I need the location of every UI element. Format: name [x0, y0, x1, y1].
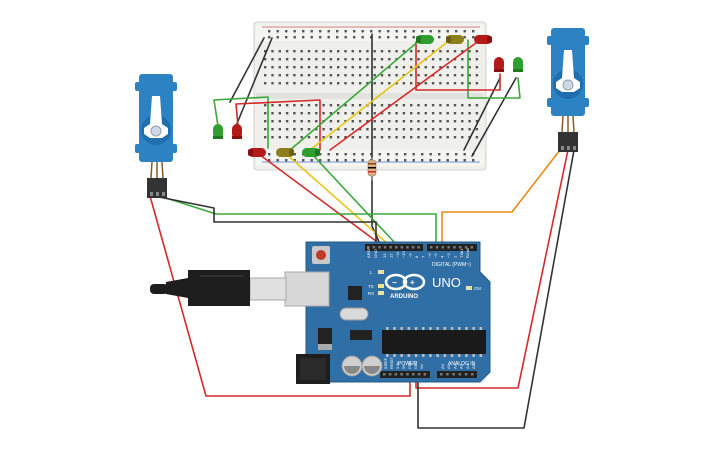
wire-green-diag[interactable] — [289, 39, 421, 151]
power-pin-label: RESET — [390, 356, 394, 369]
led-red-right[interactable] — [494, 57, 504, 72]
wire-red-diag[interactable] — [329, 39, 481, 151]
led-yellow-top[interactable] — [446, 35, 464, 44]
wire-green-left-led[interactable] — [213, 96, 269, 149]
power-pin-label: 5V — [402, 364, 406, 369]
board-model: UNO — [432, 275, 461, 290]
aref-pin-label: AREF — [366, 247, 371, 258]
led-l-label: L — [370, 270, 373, 275]
wire-green-right-led[interactable] — [467, 39, 521, 99]
digital-pin-label: 2 — [452, 255, 457, 258]
wire-red-servo-right[interactable] — [415, 149, 569, 389]
digital-pin-label: 7 — [420, 255, 425, 258]
digital-pin-label: ~3 — [446, 253, 451, 258]
wire-black-left-led[interactable] — [235, 37, 273, 127]
digital-pin-label: ~10 — [401, 250, 406, 258]
digital-pin-label: TX▸1 — [459, 248, 464, 258]
wire-green-bb-to-11[interactable] — [309, 151, 397, 245]
reset-button-icon[interactable] — [312, 246, 330, 264]
digital-pin-label: ~11 — [395, 251, 400, 258]
rx-label: RX — [368, 291, 374, 296]
chip-legs — [386, 327, 483, 357]
power-pin-label: GND — [414, 361, 418, 369]
digital-pin-label: ~6 — [427, 253, 432, 258]
digital-pin-label: ~9 — [408, 253, 413, 258]
led-yellow-bottom[interactable] — [276, 148, 294, 157]
board-brand: ARDUINO — [390, 294, 418, 300]
digital-pin-label: 4 — [440, 255, 445, 258]
power-pin-label: GND — [408, 361, 412, 369]
leds — [213, 35, 523, 157]
wire-green-servo-left[interactable] — [159, 195, 437, 245]
wire-black-left-led-2[interactable] — [229, 37, 265, 103]
digital-pin-label: 8 — [414, 255, 419, 258]
led-green-bottom[interactable] — [302, 148, 320, 157]
analog-pin-label: A2 — [452, 363, 457, 369]
gnd-pin-label: GND — [373, 249, 378, 258]
led-red-left[interactable] — [232, 124, 242, 139]
digital-pin-label: 12 — [388, 253, 393, 258]
digital-pin-label: ~5 — [433, 253, 438, 258]
digital-pin-label: 13 — [382, 253, 387, 258]
wire-yellow-diag[interactable] — [309, 39, 451, 151]
wire-black-servo-right[interactable] — [417, 149, 575, 429]
servo-left[interactable] — [135, 74, 177, 198]
wire-orange-servo-right[interactable] — [441, 149, 561, 245]
arduino-uno: − + UNO ARDUINO DIGITAL (PWM~) ANALOG IN… — [150, 241, 491, 384]
svg-text:+: + — [410, 278, 415, 287]
power-pin-label: 3.3V — [396, 361, 400, 369]
wire-yellow-bb-to-12[interactable] — [283, 151, 389, 245]
wire-black-right-led[interactable] — [471, 77, 517, 157]
power-pin-label: Vin — [420, 364, 424, 369]
breadboard — [253, 21, 487, 171]
header-pins — [367, 246, 474, 376]
analog-pin-label: A5 — [471, 363, 476, 369]
analog-pin-label: A3 — [459, 363, 464, 369]
tx-label: TX — [368, 284, 374, 289]
usb-connector-icon[interactable] — [150, 270, 330, 307]
led-green-right[interactable] — [513, 57, 523, 72]
wire-black-servo-left[interactable] — [153, 195, 377, 245]
led-green-top[interactable] — [416, 35, 434, 44]
analog-pin-label: A1 — [446, 363, 451, 369]
analog-label: ANALOG IN — [448, 361, 476, 367]
digital-label: DIGITAL (PWM~) — [432, 262, 471, 268]
power-pin-label: IOREF — [384, 357, 388, 369]
arduino-logo: − + — [384, 273, 426, 291]
wire-red-bb-to-13[interactable] — [255, 151, 381, 245]
resistor[interactable] — [367, 159, 377, 177]
led-green-left[interactable] — [213, 124, 223, 139]
svg-text:−: − — [392, 278, 397, 287]
analog-pin-label: A0 — [440, 363, 445, 369]
wires — [149, 33, 575, 429]
servo-right[interactable] — [547, 28, 589, 152]
breadboard-holes — [264, 30, 479, 162]
digital-pin-label: RX◂0 — [465, 247, 470, 258]
analog-pin-label: A4 — [465, 363, 470, 369]
led-red-top[interactable] — [474, 35, 492, 44]
led-red-bottom[interactable] — [248, 148, 266, 157]
capacitors — [341, 355, 383, 377]
on-label: ON — [474, 286, 481, 291]
wire-black-bb-ground[interactable] — [371, 33, 381, 245]
power-label: POWER — [398, 361, 417, 367]
dc-jack-icon[interactable] — [296, 354, 330, 384]
